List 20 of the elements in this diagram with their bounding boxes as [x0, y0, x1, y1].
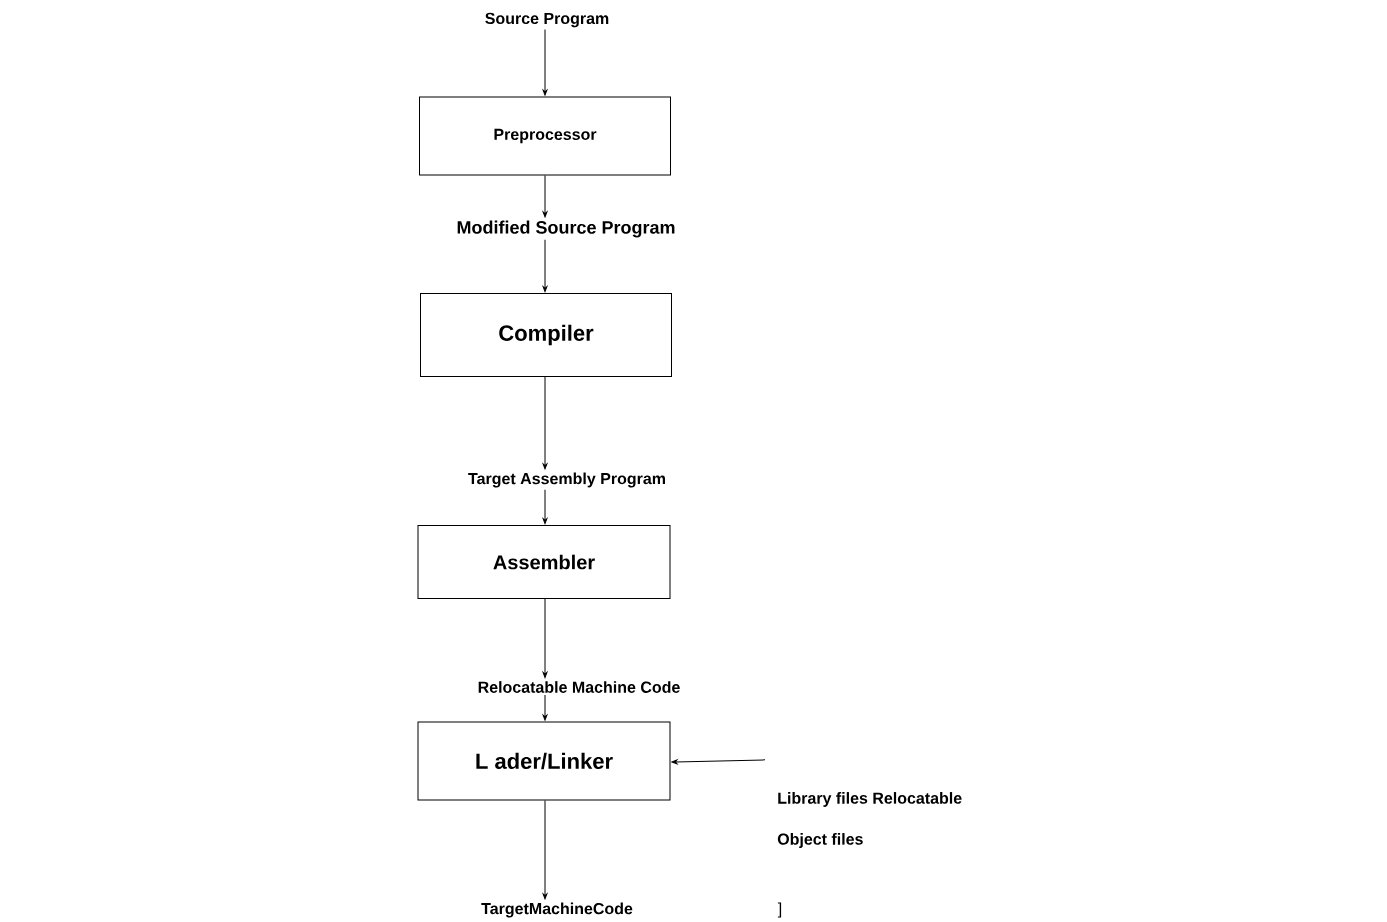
process-box: L ader/Linker [417, 721, 671, 801]
text-label: Source Program [485, 12, 609, 28]
arrow [542, 489, 548, 525]
process-box: Compiler [420, 293, 672, 377]
text-label: Relocatable Machine Code [478, 681, 680, 693]
text-label: TargetMachineCode [481, 902, 633, 918]
text-label: Modified Source Program [457, 220, 675, 238]
arrow [542, 175, 548, 218]
arrow [542, 376, 548, 470]
arrow [542, 694, 548, 721]
process-box: Preprocessor [419, 96, 671, 176]
arrow [542, 239, 548, 293]
arrow [671, 759, 766, 765]
text-label: Library files Relocatable Object files [777, 792, 962, 848]
arrow [542, 29, 548, 96]
arrow [542, 598, 548, 678]
arrow [542, 800, 548, 900]
process-box: Assembler [417, 525, 671, 599]
text-label: Target Assembly Program [468, 472, 665, 488]
bracket-mark: ] [777, 902, 782, 918]
